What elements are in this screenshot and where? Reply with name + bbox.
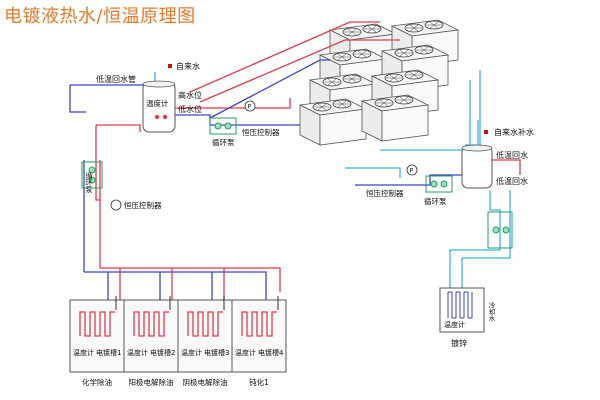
tank1-to-hp-cold [175, 114, 300, 126]
tank-process-label: 阳极电解除油 [128, 378, 174, 387]
pressure-gauge-2[interactable] [110, 199, 122, 211]
heat-pump-unit [298, 98, 368, 146]
label-tap-water-top: 自来水 [176, 62, 200, 71]
svg-text:P: P [248, 103, 252, 111]
tank-thermometer-label: 温度计 [181, 349, 202, 357]
label-low-temp-return-1: 低温回水 [496, 151, 528, 160]
heating-coil [241, 311, 277, 337]
right-down-to-bath [449, 190, 501, 290]
tank-name-label: 电镀槽1 [96, 349, 122, 357]
heat-pump-array [298, 19, 460, 146]
hot-header [100, 267, 281, 292]
label-high-level: 高水位 [178, 91, 202, 100]
label-low-temp-return-pipe: 低温回水管 [96, 75, 136, 84]
buffer-tank-2 [461, 144, 493, 189]
pump-group-vertical[interactable] [81, 161, 103, 189]
plating-tank-group [69, 296, 287, 373]
right-down-to-bath-2 [461, 190, 511, 290]
cold-return-pipe [69, 85, 86, 113]
heating-coil [187, 311, 223, 337]
label-circ-pump-2: 循环泵 [424, 197, 447, 206]
label-bath-thermometer: 温度计 [444, 321, 465, 329]
label-const-pressure-ctrl-1: 恒压控制器 [242, 128, 280, 137]
pump-group-right-vertical[interactable] [487, 211, 513, 249]
tank-name-label: 电镀槽3 [204, 349, 230, 357]
tank-name-label: 电镀槽4 [258, 349, 284, 357]
pressure-gauge-1[interactable]: P [244, 100, 256, 112]
tap-valve-top[interactable] [168, 64, 172, 68]
label-circ-pump-1: 循环泵 [212, 138, 235, 147]
tank-process-label: 阴极电解除油 [182, 378, 228, 387]
label-low-level: 低水位 [178, 105, 202, 114]
pump-group-1[interactable] [209, 117, 237, 135]
label-const-pressure-ctrl-2: 恒压控制器 [124, 201, 162, 210]
heat-pump-unit [360, 94, 430, 142]
tank-name-label: 电镀槽2 [150, 349, 176, 357]
label-thermometer-tank1: 温度计 [146, 99, 169, 108]
hot-supply-pipe-left [95, 125, 100, 201]
right-tank-cold [355, 174, 462, 186]
hp-hot-riser [189, 21, 380, 93]
tank-thermometer-label: 温度计 [127, 349, 148, 357]
cold-header [84, 271, 267, 300]
label-circ-pump-vertical: 循环泵 [85, 172, 93, 193]
svg-text:P: P [410, 167, 414, 175]
cold-return-pipe-top [70, 84, 151, 90]
buffer-tank-1 [142, 80, 176, 133]
tank1-to-hp-hot [175, 98, 291, 109]
pressure-gauge-3[interactable]: P [406, 164, 418, 176]
tank-process-label: 钝化1 [249, 378, 269, 387]
hp-hot-riser-2 [199, 39, 400, 103]
label-bath-jacket: 冷却水 [487, 302, 495, 322]
heating-coil [79, 311, 115, 337]
page-title: 电镀液热水/恒温原理图 [4, 6, 196, 27]
tank-thermometer-label: 温度计 [235, 349, 256, 357]
tank-process-label: 化学除油 [82, 378, 112, 387]
label-const-pressure-ctrl-3: 恒压控制器 [366, 189, 404, 198]
pipe-network [69, 21, 521, 300]
hp-cold-riser [209, 59, 330, 119]
right-tank-supply [345, 167, 401, 178]
label-tap-water-makeup: 自来水补水 [494, 128, 534, 137]
tank-thermometer-label: 温度计 [73, 349, 94, 357]
tap-valve-right[interactable] [484, 130, 488, 134]
label-low-temp-return-2: 低温回水 [496, 177, 528, 186]
hot-pipe-tank1-out [96, 124, 141, 132]
heating-coil [133, 311, 169, 337]
pump-group-2[interactable] [425, 175, 453, 193]
galvanize-bath [439, 287, 485, 333]
label-bath-zinc: 镀锌 [451, 339, 467, 348]
